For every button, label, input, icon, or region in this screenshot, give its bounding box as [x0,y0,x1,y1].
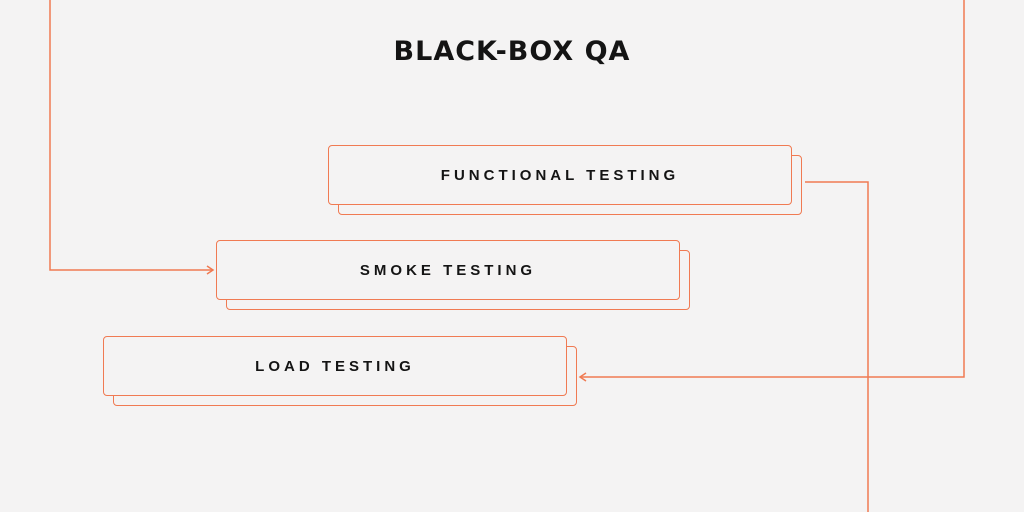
card-face: SMOKE TESTING [216,240,680,300]
connector-from-functional-testing [805,181,869,512]
load-testing-card: LOAD TESTING [103,336,577,406]
smoke-testing-card: SMOKE TESTING [216,240,690,310]
arrowhead-smoke-testing [206,265,215,275]
load-testing-label: LOAD TESTING [255,357,415,375]
functional-testing-label: FUNCTIONAL TESTING [440,166,680,184]
functional-testing-card: FUNCTIONAL TESTING [328,145,802,215]
card-face: LOAD TESTING [103,336,567,396]
card-face: FUNCTIONAL TESTING [328,145,792,205]
arrowhead-load-testing [578,372,587,382]
connector-to-load-testing [580,0,965,378]
diagram-title: BLACK-BOX QA [393,36,631,67]
smoke-testing-label: SMOKE TESTING [359,261,537,279]
connector-to-smoke-testing [49,0,213,271]
